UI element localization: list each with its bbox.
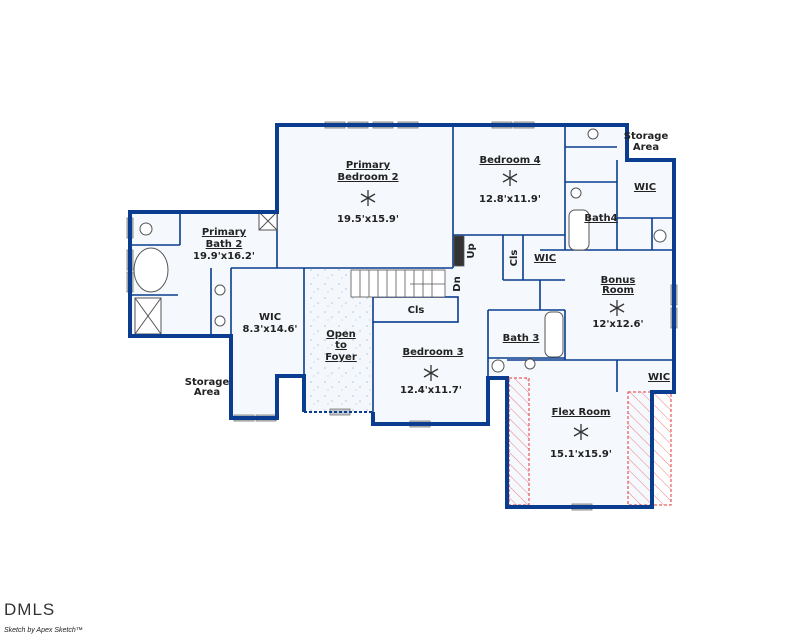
room-label: Foyer xyxy=(325,352,357,363)
room-size: 8.3'x14.6' xyxy=(243,324,298,335)
room-label: Area xyxy=(633,142,659,153)
room-size: 12.4'x11.7' xyxy=(400,385,462,396)
room-label: Bedroom 3 xyxy=(402,347,463,358)
room-label: Primary xyxy=(202,227,247,238)
room-size: 19.5'x15.9' xyxy=(337,214,399,225)
fixtures xyxy=(133,128,667,373)
stairs-down-label: Dn xyxy=(452,276,463,291)
low-ceiling-area-right xyxy=(627,391,672,506)
room-size: 12.8'x11.9' xyxy=(479,194,541,205)
sketch-credit: Sketch by Apex Sketch™ xyxy=(4,627,83,634)
mls-logo: DMLS xyxy=(4,600,56,619)
stairs-up-label: Up xyxy=(466,243,477,258)
room-label: WIC xyxy=(634,182,656,193)
ceiling-fan-icons xyxy=(360,170,625,440)
room-label: Primary xyxy=(346,160,391,171)
room-label: Bath4 xyxy=(584,213,617,224)
room-label: Bath 2 xyxy=(206,239,243,250)
room-size: 15.1'x15.9' xyxy=(550,449,612,460)
room-label: WIC xyxy=(648,372,670,383)
room-label: Bedroom 4 xyxy=(479,155,540,166)
room-size: 12'x12.6' xyxy=(592,319,643,330)
room-label: Open xyxy=(326,329,356,340)
room-label: Cls xyxy=(509,250,520,267)
room-label: Flex Room xyxy=(552,407,611,418)
room-label: Bedroom 2 xyxy=(337,172,398,183)
room-label: WIC xyxy=(259,312,281,323)
room-label: Bonus xyxy=(601,275,636,286)
low-ceiling-area-left xyxy=(508,377,530,506)
room-label: Area xyxy=(194,387,220,398)
room-size: 19.9'x16.2' xyxy=(193,251,255,262)
room-label: Bath 3 xyxy=(503,333,540,344)
room-label: WIC xyxy=(534,253,556,264)
room-label: Cls xyxy=(408,305,425,316)
staircase xyxy=(350,235,465,298)
room-label: to xyxy=(335,340,347,351)
room-label: Storage xyxy=(624,131,669,142)
room-label: Room xyxy=(602,285,634,296)
room-label: Storage xyxy=(185,377,230,388)
exterior-walls xyxy=(128,123,676,509)
